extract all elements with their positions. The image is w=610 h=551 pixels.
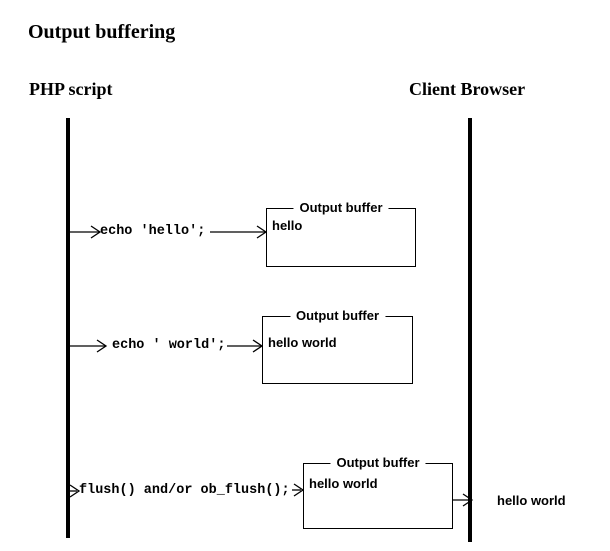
output-buffer-box-title: Output buffer [293,200,389,215]
arrow-icon-step3-to-buffer [292,483,305,497]
buffer-content-step3: hello world [309,476,378,491]
arrow-icon-step3-to-browser [453,493,474,507]
output-buffer-box-step2: Output buffer hello world [262,308,413,384]
output-buffer-box-step3: Output buffer hello world [303,455,453,529]
arrow-icon-step2-to-buffer [227,339,264,353]
code-flush: flush() and/or ob_flush(); [79,483,290,498]
code-echo-hello: echo 'hello'; [100,224,206,239]
buffer-content-step1: hello [272,218,303,233]
client-browser-lane-label: Client Browser [409,79,526,99]
arrow-icon-step2-from-php [70,339,108,353]
arrow-icon-step1-to-buffer [210,225,268,239]
output-buffer-box-title: Output buffer [289,308,386,323]
output-buffer-box-title: Output buffer [330,455,426,470]
php-script-lane-label: PHP script [29,79,113,99]
code-echo-world: echo ' world'; [112,338,226,353]
browser-output-text: hello world [497,493,566,508]
arrow-icon-step3-from-php [69,484,81,498]
buffer-content-step2: hello world [268,335,337,350]
output-buffer-box-step1: Output buffer hello [266,200,416,267]
page-title: Output buffering [28,21,176,43]
arrow-icon-step1-from-php [70,225,102,239]
